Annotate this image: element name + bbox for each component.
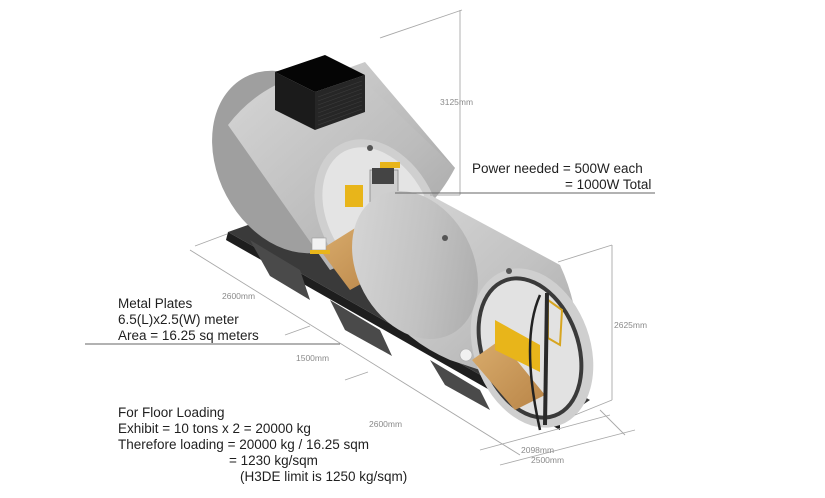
loading-note-line1: For Floor Loading (118, 405, 225, 420)
dim-overall-height: 3125mm (440, 97, 474, 107)
loading-note-line2: Exhibit = 10 tons x 2 = 20000 kg (118, 421, 311, 436)
dim-inner-width: 2098mm (521, 445, 555, 455)
dim-plate-segment-2: 2600mm (369, 419, 403, 429)
power-note-line2: = 1000W Total (565, 177, 652, 192)
power-note-line1: Power needed = 500W each (472, 161, 643, 176)
plates-note-line1: Metal Plates (118, 296, 193, 311)
front-pipe-pod (352, 190, 594, 431)
loading-note-line5: (H3DE limit is 1250 kg/sqm) (240, 469, 408, 484)
loading-note-line3: Therefore loading = 20000 kg / 16.25 sqm (118, 437, 370, 452)
plates-note-line2: 6.5(L)x2.5(W) meter (118, 312, 239, 327)
dim-pipe-height: 2625mm (614, 320, 648, 330)
dim-gap: 1500mm (296, 353, 330, 363)
ac-unit (275, 55, 365, 130)
dim-outer-width: 2500mm (531, 455, 565, 465)
loading-note-line4: = 1230 kg/sqm (229, 453, 318, 468)
dim-plate-segment-1: 2600mm (222, 291, 256, 301)
dimension-lines (85, 9, 655, 466)
plates-note-line3: Area = 16.25 sq meters (118, 328, 259, 343)
